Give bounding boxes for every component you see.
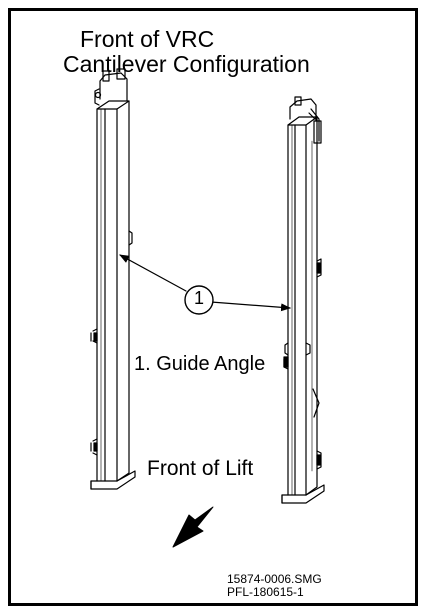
callout-circle <box>184 285 214 315</box>
drawing-reference: PFL-180615-1 <box>227 585 304 599</box>
title-line-2: Cantilever Configuration <box>63 51 310 77</box>
drawing-file-number: 15874-0006.SMG <box>227 572 322 586</box>
drawing-frame: Front of VRC Cantilever Configuration 1 … <box>8 8 418 606</box>
callout-leaders <box>119 254 291 312</box>
title-line-1: Front of VRC <box>80 26 215 52</box>
callout-number: 1 <box>193 288 204 308</box>
drawing-canvas <box>90 68 325 548</box>
front-of-lift-label: Front of Lift <box>147 457 254 480</box>
right-column <box>281 96 325 504</box>
legend-guide-angle: 1. Guide Angle <box>134 353 266 375</box>
front-direction-arrow-icon <box>172 506 214 548</box>
left-column <box>90 68 136 490</box>
